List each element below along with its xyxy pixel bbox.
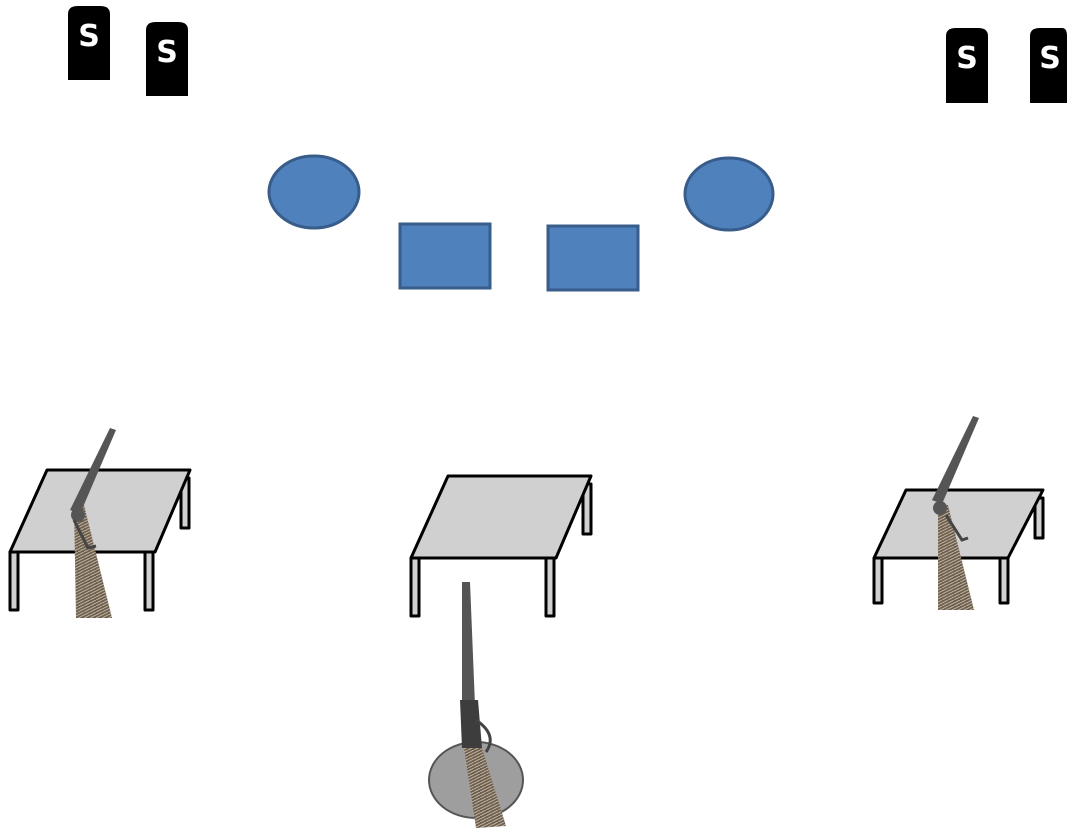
- shotgun-icon-left: [70, 428, 116, 618]
- marker-s-2: S: [146, 22, 188, 96]
- oval-shape-left: [267, 154, 361, 230]
- marker-s-3-label: S: [956, 41, 978, 76]
- marker-s-1: S: [68, 6, 110, 80]
- marker-s-2-label: S: [156, 35, 178, 70]
- rectangle-shape-right: [546, 224, 640, 292]
- rectangle-shape-left: [398, 222, 492, 290]
- marker-s-4-label: S: [1039, 41, 1061, 76]
- table-right: [872, 488, 1045, 605]
- marker-s-3: S: [946, 28, 988, 103]
- oval-shape-right: [683, 156, 775, 232]
- marker-s-1-label: S: [78, 19, 100, 54]
- shotgun-icon-right: [932, 416, 979, 610]
- table-center: [409, 474, 593, 618]
- table-left: [8, 468, 192, 612]
- marker-s-4: S: [1030, 28, 1067, 103]
- rifle-on-stand-icon: [428, 582, 524, 828]
